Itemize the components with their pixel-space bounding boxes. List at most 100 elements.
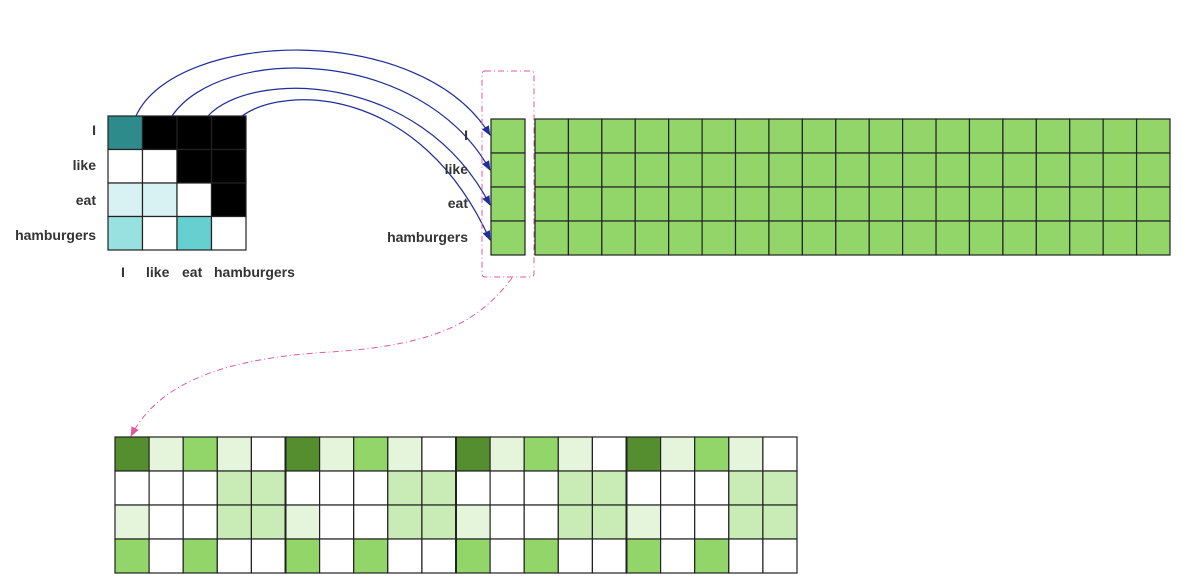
attention-cell (141, 115, 178, 151)
embedding-cell (534, 186, 570, 222)
embedding-cell (1002, 152, 1037, 188)
row-label: like (73, 157, 97, 173)
attention-cell (210, 182, 247, 218)
expanded-cell (659, 436, 696, 472)
expanded-cell (387, 538, 423, 574)
embedding-cell (868, 220, 904, 256)
expanded-cell (114, 436, 150, 472)
embedding-cell (701, 118, 737, 154)
embedding-cell (601, 152, 636, 188)
embedding-cell (534, 220, 570, 256)
embedding-cell (902, 220, 937, 256)
embedding-cell (567, 118, 603, 154)
embedding-cell (1002, 186, 1037, 222)
expanded-grid (114, 436, 798, 574)
row-label: hamburgers (15, 227, 96, 243)
embedding-cell (1135, 186, 1171, 222)
expanded-cell (557, 504, 593, 540)
embedding-cell (868, 118, 904, 154)
expanded-cell (353, 504, 389, 540)
embedding-cell (668, 118, 703, 154)
expanded-cell (250, 504, 287, 540)
embedding-cell (734, 152, 770, 188)
embedding-cell (935, 186, 971, 222)
expanded-cell (216, 504, 253, 540)
expanded-cell (319, 504, 355, 540)
column-label: hamburgers (214, 264, 295, 280)
embedding-cell (768, 220, 803, 256)
embedding-cell (801, 186, 837, 222)
embedding-cell (1002, 118, 1037, 154)
expanded-cell (284, 538, 321, 574)
embedding-cell (1035, 220, 1071, 256)
embedding-cell (801, 220, 837, 256)
column-label: I (121, 264, 125, 280)
embedding-cell (634, 152, 670, 188)
column-to-row-arrows (135, 49, 491, 241)
embedding-cell (1102, 118, 1138, 154)
embedding-cell (801, 152, 837, 188)
expanded-cell (625, 504, 662, 540)
embedding-cell (1069, 220, 1104, 256)
embedding-cell (768, 152, 803, 188)
embedding-cell (902, 118, 937, 154)
embedding-cell (1035, 152, 1071, 188)
expanded-cell (387, 504, 423, 540)
embedding-cell (1069, 186, 1104, 222)
embedding-cell (601, 186, 636, 222)
expanded-cell (284, 436, 321, 472)
expanded-cell (557, 470, 593, 506)
expanded-cell (762, 436, 798, 472)
embedding-cell (1069, 118, 1104, 154)
expanded-cell (728, 470, 764, 506)
expanded-cell (216, 470, 253, 506)
expanded-cell (114, 470, 150, 506)
embedding-cell (902, 152, 937, 188)
expanded-cell (625, 436, 662, 472)
embedding-cell (634, 118, 670, 154)
expand-arrow (130, 277, 513, 437)
expanded-cell (455, 504, 491, 540)
expanded-cell (148, 470, 184, 506)
row-label: like (445, 161, 469, 177)
embedding-cell (701, 152, 737, 188)
arrow-connector (135, 49, 491, 136)
row-label: I (464, 127, 468, 143)
attention-cell (176, 215, 213, 251)
expanded-cell (182, 470, 218, 506)
embedding-cell (768, 186, 803, 222)
column-label: eat (182, 264, 203, 280)
embedding-cell (1135, 118, 1171, 154)
attention-cell (210, 115, 247, 151)
expanded-cell (284, 470, 321, 506)
embedding-cell (1069, 152, 1104, 188)
embedding-row-labels: I like eat hamburgers (387, 127, 468, 245)
embedding-cell (1035, 186, 1071, 222)
embedding-cell (1135, 220, 1171, 256)
expanded-cell (591, 470, 628, 506)
expanded-cell (557, 538, 593, 574)
expanded-cell (319, 436, 355, 472)
expanded-cell (421, 538, 457, 574)
expanded-cell (284, 504, 321, 540)
expanded-cell (250, 470, 287, 506)
attention-matrix (107, 115, 247, 251)
expanded-cell (387, 470, 423, 506)
expanded-cell (353, 538, 389, 574)
expanded-cell (421, 470, 457, 506)
embedding-cell (490, 152, 526, 188)
expanded-cell (523, 470, 559, 506)
attention-cell (107, 115, 144, 151)
embedding-cell (835, 152, 870, 188)
embedding-cell (1135, 152, 1171, 188)
attention-cell (107, 182, 144, 218)
embedding-cell (868, 152, 904, 188)
embedding-cell (668, 186, 703, 222)
row-label: eat (76, 192, 97, 208)
embedding-cell (634, 220, 670, 256)
expanded-cell (182, 436, 218, 472)
expanded-cell (489, 504, 525, 540)
arrow-connector (241, 99, 491, 241)
embedding-cell (801, 118, 837, 154)
